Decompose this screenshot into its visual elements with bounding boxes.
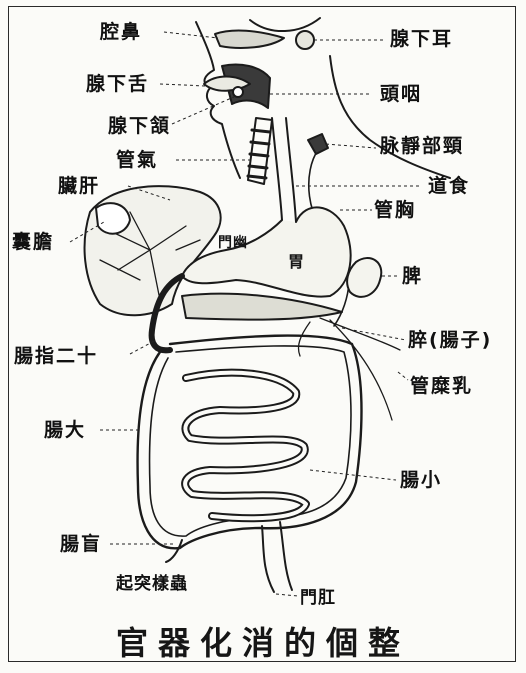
trachea-shape <box>248 118 272 184</box>
rectum-shape <box>262 522 292 592</box>
label-gallbladder: 囊膽 <box>12 232 54 252</box>
leader-anus <box>276 594 298 596</box>
gallbladder-shape <box>96 203 130 234</box>
label-jugular-vein: 脉靜部頸 <box>380 136 464 156</box>
label-nasal-cavity: 腔鼻 <box>100 22 142 42</box>
leader-sublingual <box>160 84 206 86</box>
spleen-shape <box>347 258 381 297</box>
label-appendix: 起突樣蟲 <box>116 574 188 594</box>
label-pylorus: 門幽 <box>218 232 248 252</box>
appendix-shape <box>166 540 182 562</box>
label-pancreas: 脺(腸子) <box>408 330 492 350</box>
neck-back <box>330 56 450 178</box>
jugular-vein-shape <box>308 134 328 154</box>
pancreas-shape <box>182 294 342 320</box>
label-pharynx: 頭咽 <box>380 84 422 104</box>
label-parotid-gland: 腺下耳 <box>390 29 453 49</box>
label-sublingual-gland: 腺下舌 <box>86 74 149 94</box>
leader-pancreatic-duct <box>398 372 408 380</box>
label-duodenum: 腸指二十 <box>14 346 98 366</box>
label-pancreatic-duct: 管糜乳 <box>410 376 473 396</box>
submandibular-gland-shape <box>233 87 243 97</box>
label-small-intestine: 腸小 <box>400 470 442 490</box>
pancreatic-vessels <box>298 318 400 420</box>
leader-jugular <box>326 144 376 148</box>
label-large-intestine: 腸大 <box>44 420 86 440</box>
trachea-rings <box>248 130 270 178</box>
label-cecum: 腸盲 <box>60 534 102 554</box>
label-stomach: 胃 <box>288 248 305 272</box>
label-spleen: 脾 <box>402 266 423 286</box>
esophagus-shape <box>272 118 296 222</box>
diagram-title: 官器化消的個整 <box>0 618 526 664</box>
label-anus: 門肛 <box>300 588 336 608</box>
leader-nasal <box>164 32 218 38</box>
leader-submandibular <box>172 96 236 124</box>
label-submandibular-gland: 腺下頷 <box>108 116 171 136</box>
small-intestine-highlight <box>185 373 306 518</box>
skull-outline <box>250 18 320 31</box>
label-trachea: 管氣 <box>116 150 158 170</box>
leader-small-intestine <box>310 470 396 480</box>
label-esophagus: 道食 <box>428 176 470 196</box>
nasal-cavity-shape <box>215 31 284 48</box>
label-liver: 臟肝 <box>58 176 100 196</box>
parotid-gland-shape <box>296 31 314 49</box>
label-thoracic-duct: 管胸 <box>374 200 416 220</box>
